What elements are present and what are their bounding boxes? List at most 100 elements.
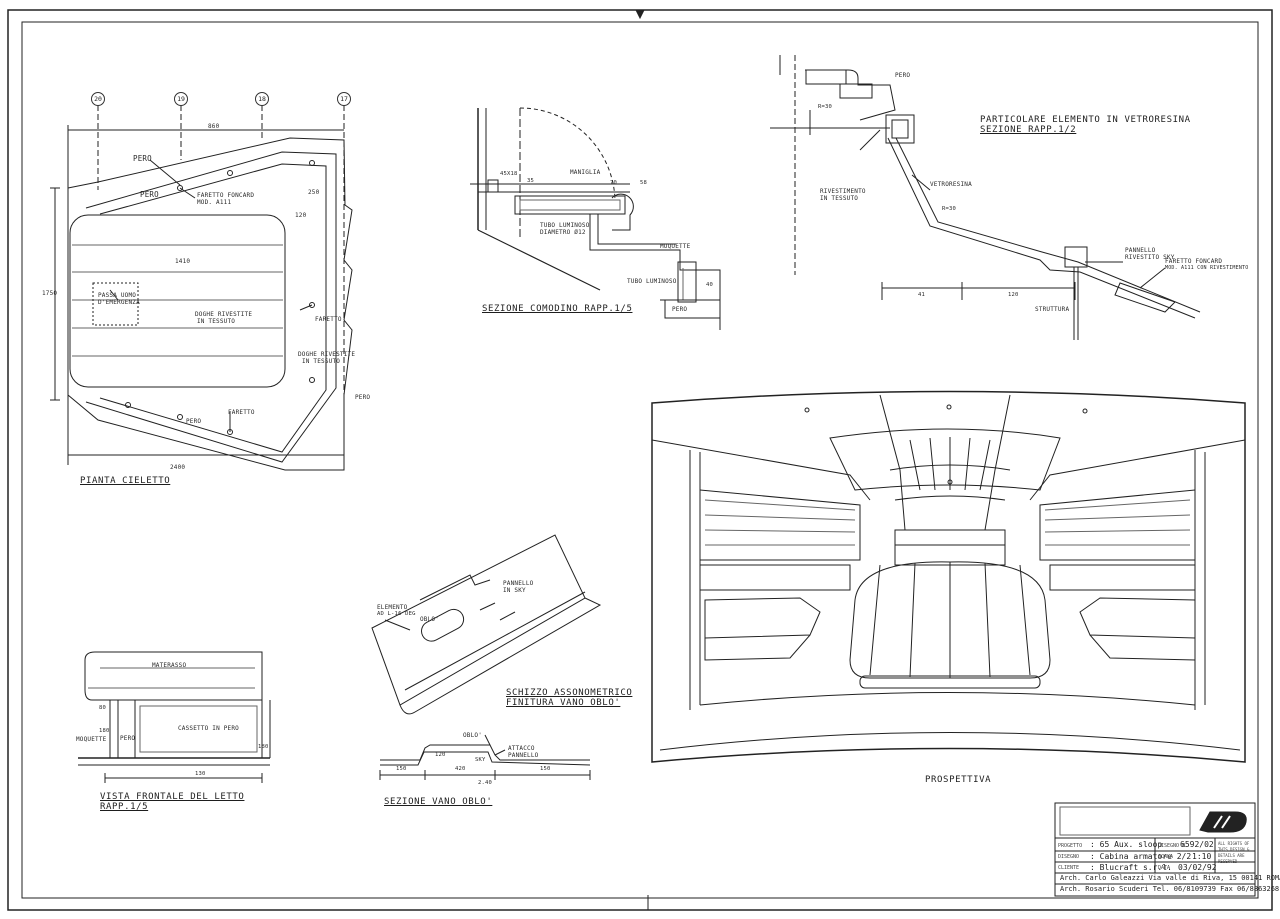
vista-frontale-letto: [78, 651, 271, 783]
tb-disegno-n-label: DISEGNO N.: [1158, 843, 1189, 849]
grid-marker-19: 19: [174, 92, 188, 106]
label-elemento-sub: AD L-16 DEG: [377, 611, 416, 617]
dim-c5: 40: [706, 282, 714, 288]
dim-c4: 58: [640, 180, 648, 186]
particolare-vetroresina-section: [770, 55, 1201, 340]
tb-arch1: Arch. Carlo Galeazzi Via valle di Riva, …: [1060, 874, 1280, 882]
label-pero-4: PERO: [186, 418, 202, 425]
label-faretto-foncard-2-sub: MOD. A111 CON RIVESTIMENTO: [1165, 265, 1249, 271]
label-oblo-1: OBLO': [420, 616, 440, 623]
dim-c1: 45x18: [500, 171, 518, 177]
dim-top: 860: [208, 123, 220, 130]
grid-marker-18: 18: [255, 92, 269, 106]
tb-scala-label: SCALA: [1158, 854, 1174, 860]
grid-marker-20: 20: [91, 92, 105, 106]
label-doghe-1: DOGHE RIVESTITE: [195, 311, 253, 318]
label-pannello-1: PANNELLO: [1125, 247, 1156, 254]
label-passa-uomo: PASSA UOMO: [98, 292, 137, 299]
dim-s3: 150: [540, 766, 551, 772]
label-faretto-b: FARETTO: [228, 409, 255, 416]
label-pannello-2-sub: IN SKY: [503, 587, 526, 594]
label-attacco-sub: PANNELLO: [508, 752, 539, 759]
title-sezione-comodino: SEZIONE COMODINO RAPP.1/5: [482, 304, 633, 314]
tb-progetto: : 65 Aux. sloop: [1090, 840, 1163, 849]
dim-r1: 250: [308, 189, 320, 196]
dim-r2: 120: [295, 212, 307, 219]
label-pero-6: PERO: [895, 72, 911, 79]
dim-bottom: 2400: [170, 464, 186, 471]
label-elemento: ELEMENTO: [377, 604, 408, 611]
label-moquette-2: MOQUETTE: [76, 736, 107, 743]
label-oblo-2: OBLO': [463, 732, 483, 739]
title-vista-frontale-1: VISTA FRONTALE DEL LETTO: [100, 792, 245, 802]
label-doghe-2-sub: IN TESSUTO: [302, 358, 341, 365]
label-passa-uomo-sub: D'EMERGENZA: [98, 299, 140, 306]
dim-s5: 2.40: [478, 780, 493, 786]
dim-v1: 80: [99, 705, 107, 711]
dim-s1: 150: [396, 766, 407, 772]
label-pero-2: PERO: [140, 190, 159, 199]
label-rivestimento: RIVESTIMENTO: [820, 188, 866, 195]
label-pero-5: PERO: [672, 306, 688, 313]
title-particolare-1: PARTICOLARE ELEMENTO IN VETRORESINA: [980, 115, 1191, 125]
center-mark-top: [635, 9, 645, 20]
label-materasso: MATERASSO: [152, 662, 187, 669]
label-faretto-foncard-2: FARETTO FONCARD: [1165, 258, 1223, 265]
dim-v4: 180: [258, 744, 269, 750]
title-pianta-cieletto: PIANTA CIELETTO: [80, 476, 171, 486]
label-pero-3: PERO: [355, 394, 371, 401]
title-prospettiva: PROSPETTIVA: [925, 775, 992, 785]
tb-disegno-label: DISEGNO: [1058, 854, 1080, 860]
dim-v2: 180: [99, 728, 110, 734]
label-faretto-foncard-sub: MOD. A111: [197, 199, 232, 206]
label-doghe-1-sub: IN TESSUTO: [197, 318, 236, 325]
inner-border: [21, 21, 1259, 899]
label-pannello-1-sub: RIVESTITO SKY: [1125, 254, 1175, 261]
label-pero-1: PERO: [133, 154, 152, 163]
dim-mid: 1410: [175, 258, 191, 265]
dim-v3: 130: [195, 771, 206, 777]
dim-c2: 35: [527, 178, 535, 184]
label-sky: SKY: [475, 757, 486, 763]
title-sezione-vano-oblo: SEZIONE VANO OBLO': [384, 797, 493, 807]
label-pero-7: PERO: [120, 735, 136, 742]
title-schizzo-1: SCHIZZO ASSONOMETRICO: [506, 688, 633, 698]
tb-data-label: DATA: [1158, 865, 1171, 871]
tb-cliente-label: CLIENTE: [1058, 865, 1080, 871]
title-schizzo-2: FINITURA VANO OBLO': [506, 698, 621, 708]
label-cassetto: CASSETTO IN PERO: [178, 725, 239, 732]
label-struttura: STRUTTURA: [1035, 306, 1070, 313]
grid-marker-17: 17: [337, 92, 351, 106]
label-vetroresina: VETRORESINA: [930, 181, 972, 188]
tb-disegno-n: 6592/02: [1180, 840, 1214, 849]
label-doghe-2: DOGHE RIVESTITE: [298, 351, 356, 358]
title-block: [1054, 802, 1256, 897]
sezione-vano-oblo: [379, 734, 591, 780]
pianta-cieletto-plan: [50, 105, 353, 471]
dim-s2: 420: [455, 766, 466, 772]
label-pannello-2: PANNELLO: [503, 580, 534, 587]
label-tubo-luminoso-1: TUBO LUMINOSO: [540, 222, 590, 229]
label-maniglia: MANIGLIA: [570, 169, 601, 176]
dim-left: 1750: [42, 290, 58, 297]
label-tubo-luminoso-1-sub: DIAMETRO Ø12: [540, 229, 586, 236]
tb-arch2: Arch. Rosario Scuderi Tel. 06/8109739 Fa…: [1060, 885, 1280, 893]
label-moquette-1: MOQUETTE: [660, 243, 691, 250]
dim-p3: 120: [1008, 292, 1019, 298]
tb-data: 03/02/92: [1178, 863, 1217, 872]
tb-cliente: : Blucraft s.r.l.: [1090, 863, 1172, 872]
sezione-comodino-section: [470, 107, 721, 330]
label-tubo-luminoso-2: TUBO LUMINOSO: [627, 278, 677, 285]
dim-p2: 41: [918, 292, 926, 298]
tb-rights: ALL RIGHTS OF THIS DESIGN & DETAILS ARE …: [1218, 841, 1250, 864]
tb-disegno: : Cabina armatore 2/2: [1090, 852, 1192, 861]
title-particolare-2: SEZIONE RAPP.1/2: [980, 125, 1077, 135]
title-vista-frontale-2: RAPP.1/5: [100, 802, 149, 812]
label-attacco: ATTACCO: [508, 745, 535, 752]
dim-p4: R=30: [942, 206, 957, 212]
tb-progetto-label: PROGETTO: [1058, 843, 1083, 849]
label-rivestimento-sub: IN TESSUTO: [820, 195, 859, 202]
schizzo-assonometrico-sketch: [371, 534, 602, 715]
